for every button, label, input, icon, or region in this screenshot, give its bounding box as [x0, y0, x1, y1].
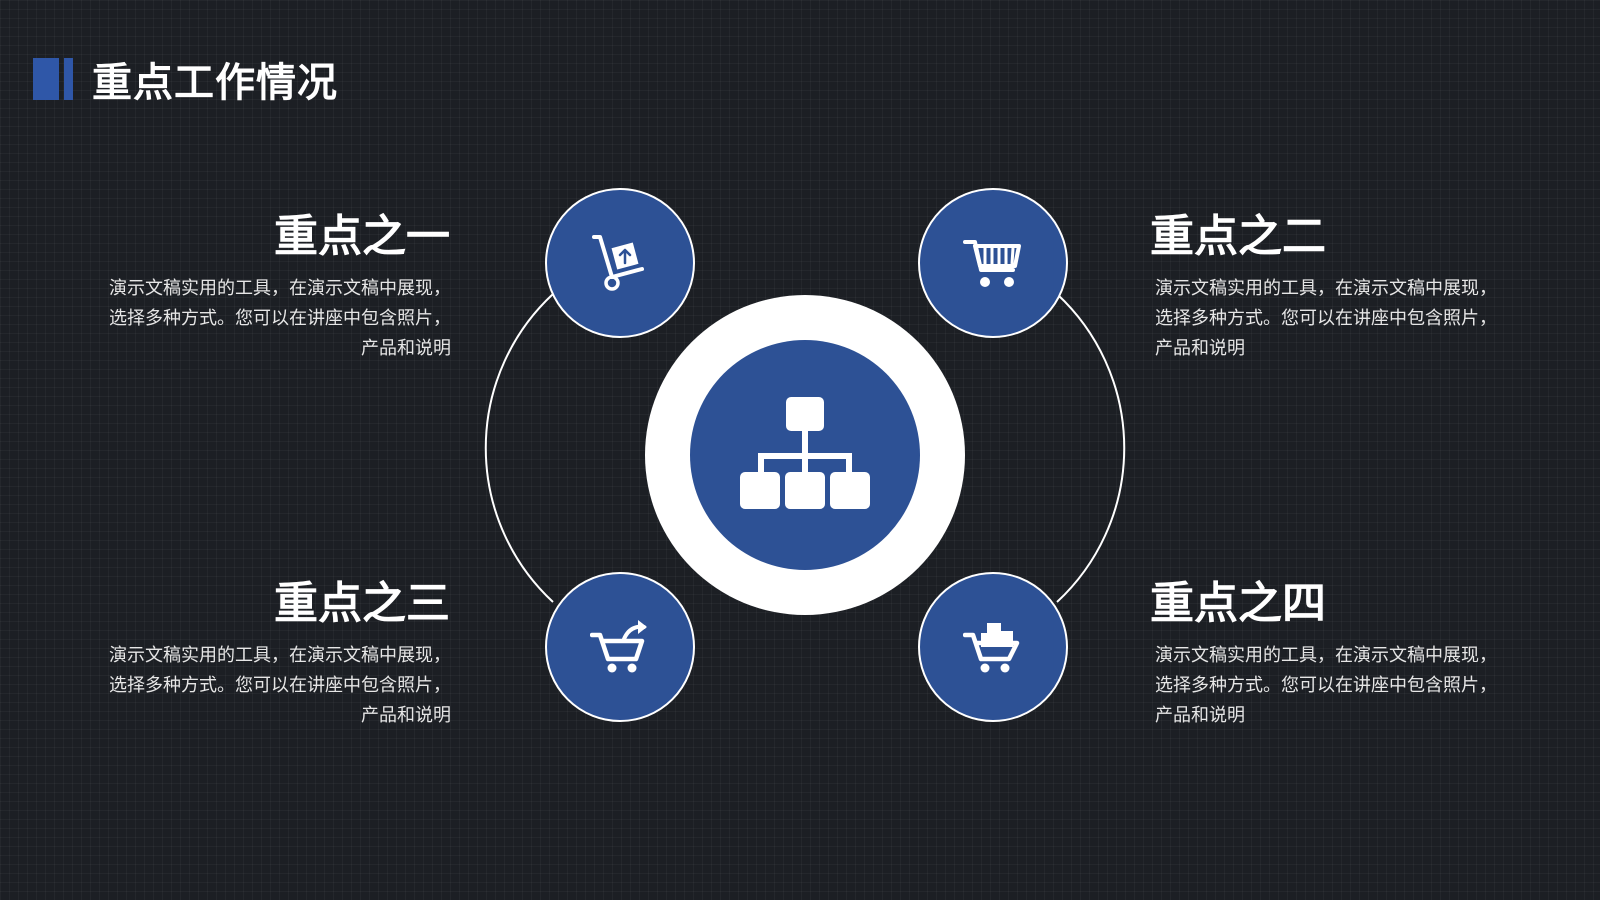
shopping-cart-icon — [963, 240, 1021, 287]
point-title-3: 重点之三 — [274, 578, 450, 629]
point-desc-4: 演示文稿实用的工具，在演示文稿中展现，选择多种方式。您可以在讲座中包含照片，产品… — [1155, 645, 1497, 726]
point-title-2: 重点之二 — [1150, 211, 1326, 262]
right-connector-arc — [1056, 293, 1126, 603]
cart-arrow-icon — [590, 620, 647, 673]
cart-boxes-icon — [963, 623, 1020, 673]
point-title-1: 重点之一 — [274, 211, 450, 262]
point-desc-2: 演示文稿实用的工具，在演示文稿中展现，选择多种方式。您可以在讲座中包含照片，产品… — [1155, 278, 1497, 359]
left-connector-arc — [484, 293, 554, 603]
point-desc-3: 演示文稿实用的工具，在演示文稿中展现，选择多种方式。您可以在讲座中包含照片，产品… — [109, 645, 451, 726]
title-accent-bar — [33, 58, 59, 100]
point-desc-1: 演示文稿实用的工具，在演示文稿中展现，选择多种方式。您可以在讲座中包含照片，产品… — [109, 278, 451, 359]
point-title-4: 重点之四 — [1150, 578, 1326, 629]
node-circle-3 — [545, 572, 695, 722]
sitemap-icon — [740, 397, 870, 509]
page-title: 重点工作情况 — [92, 60, 338, 106]
title-accent-bar-thin — [64, 58, 73, 100]
hand-truck-icon — [592, 235, 644, 291]
